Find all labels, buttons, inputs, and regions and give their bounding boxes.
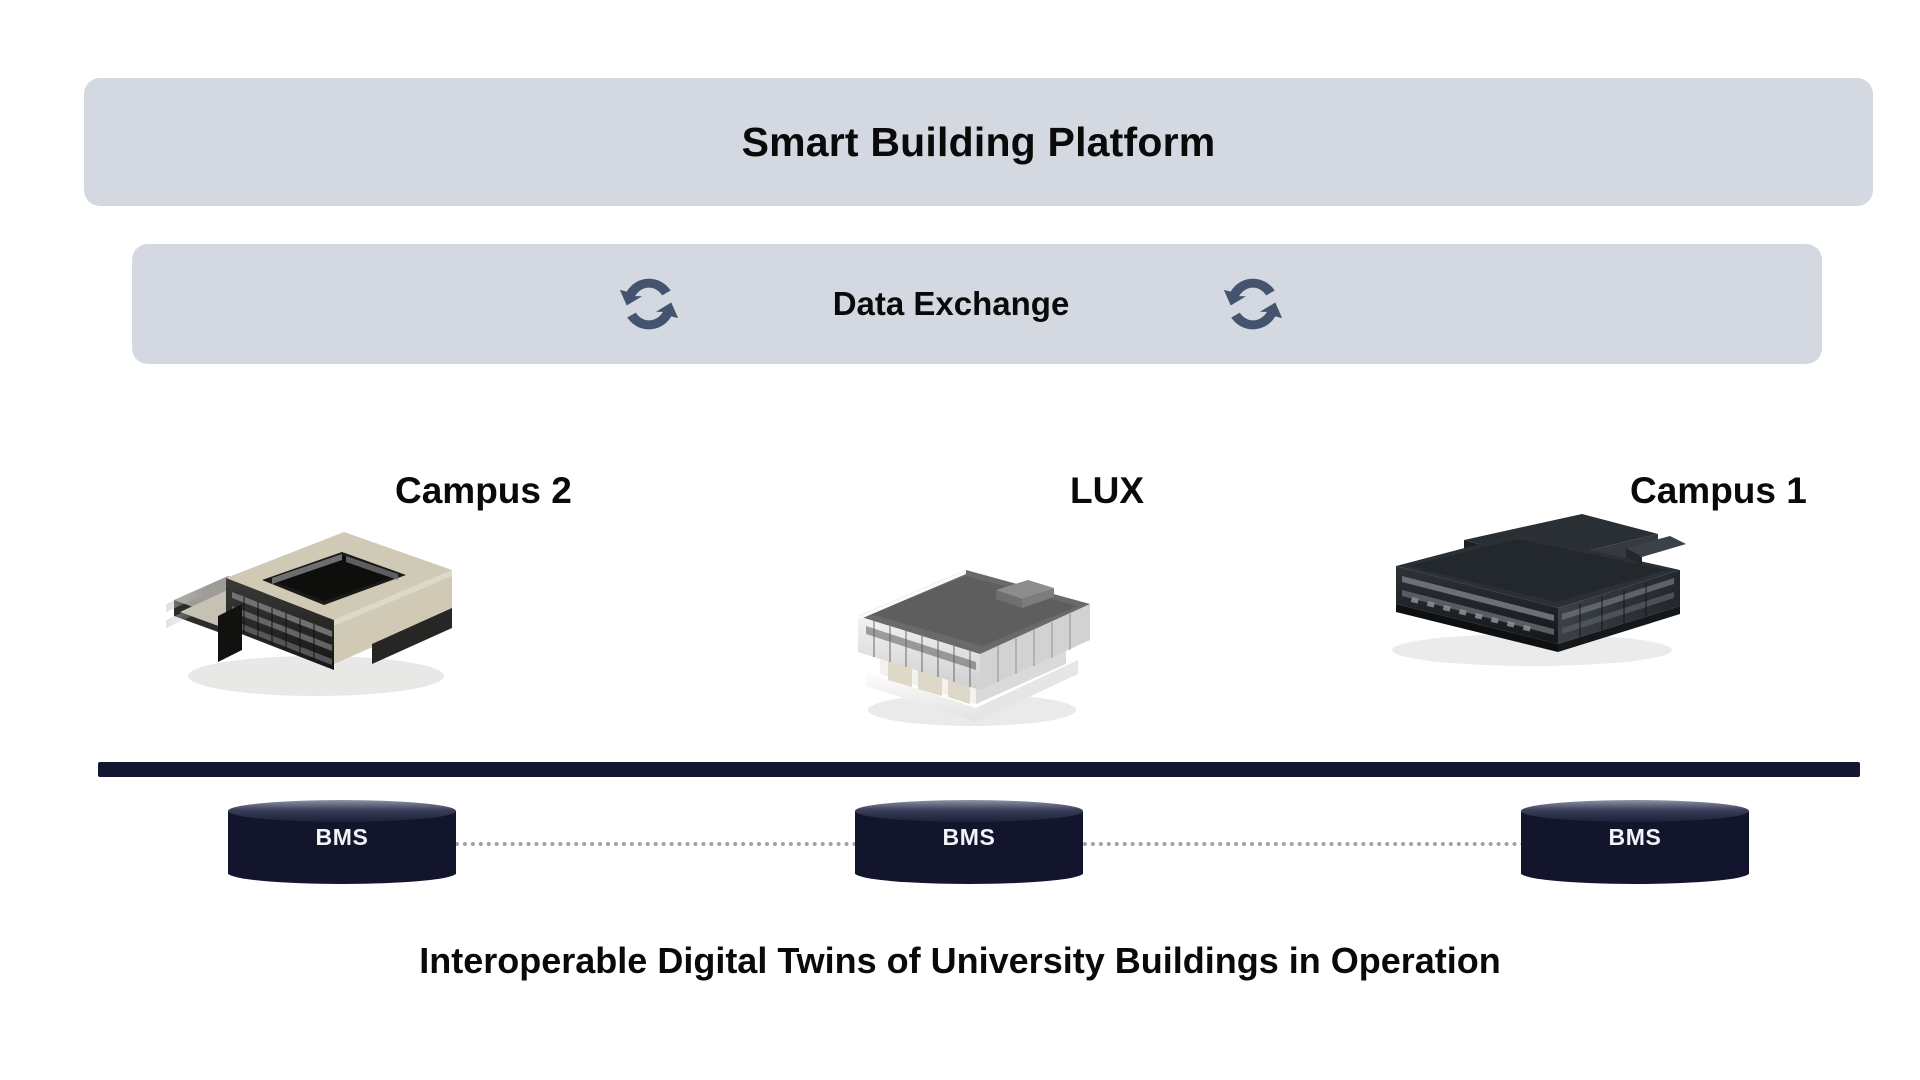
campus1-building-render bbox=[1368, 504, 1688, 674]
data-exchange-bar: Data Exchange bbox=[132, 244, 1822, 364]
cylinder-top bbox=[1521, 800, 1749, 822]
building-label-campus-1: Campus 1 bbox=[1630, 470, 1807, 511]
diagram-caption: Interoperable Digital Twins of Universit… bbox=[419, 940, 1501, 981]
cylinder-top bbox=[228, 800, 456, 822]
cylinder-top bbox=[855, 800, 1083, 822]
platform-separator-rule bbox=[98, 762, 1860, 777]
bms-database-campus-2: BMS bbox=[228, 800, 456, 885]
bms-layer: BMS BMS BMS bbox=[0, 800, 1920, 890]
data-exchange-title: Data Exchange bbox=[832, 285, 1070, 322]
building-row: Campus 2 bbox=[0, 470, 1920, 740]
bms-label-3: BMS bbox=[1608, 824, 1662, 850]
sync-arrows-icon-left bbox=[613, 268, 685, 340]
sync-arrows-icon-right bbox=[1217, 268, 1289, 340]
smart-building-platform-bar: Smart Building Platform bbox=[84, 78, 1873, 206]
building-campus-2: Campus 2 bbox=[160, 470, 600, 740]
platform-title: Smart Building Platform bbox=[741, 118, 1216, 165]
bms-label-1: BMS bbox=[315, 824, 369, 850]
bms-link-1 bbox=[447, 842, 857, 846]
bms-link-2 bbox=[1075, 842, 1525, 846]
bms-database-campus-1: BMS bbox=[1521, 800, 1749, 885]
building-label-lux: LUX bbox=[1070, 470, 1144, 511]
bms-database-lux: BMS bbox=[855, 800, 1083, 885]
bms-label-2: BMS bbox=[942, 824, 996, 850]
building-label-campus-2: Campus 2 bbox=[395, 470, 572, 511]
lux-building-render bbox=[840, 504, 1100, 734]
data-exchange-content: Data Exchange bbox=[613, 268, 1290, 340]
campus2-building-render bbox=[166, 504, 466, 704]
building-lux: LUX bbox=[790, 470, 1230, 740]
building-campus-1: Campus 1 bbox=[1330, 470, 1807, 740]
